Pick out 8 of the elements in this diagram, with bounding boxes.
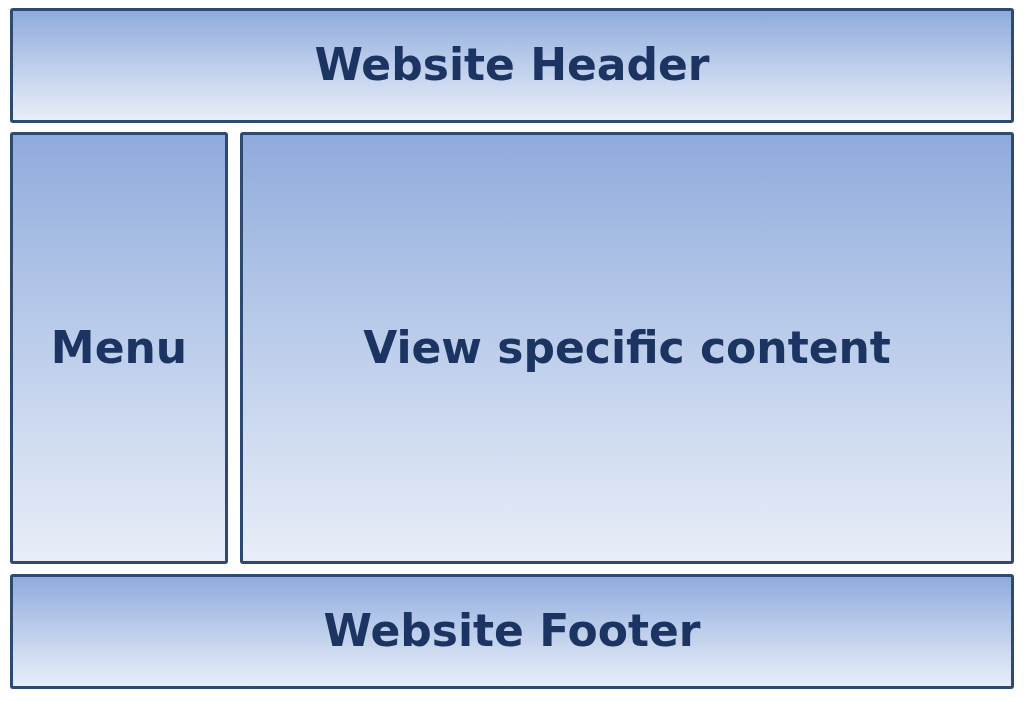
section-label: Menu	[50, 322, 188, 374]
section-label: Website Footer	[323, 606, 701, 657]
section-label: Website Header	[314, 40, 710, 91]
footer-section	[10, 574, 1014, 689]
header-section	[10, 8, 1014, 123]
menu-section	[10, 132, 228, 564]
content-section	[240, 132, 1014, 564]
section-label: View specific content	[363, 322, 891, 374]
